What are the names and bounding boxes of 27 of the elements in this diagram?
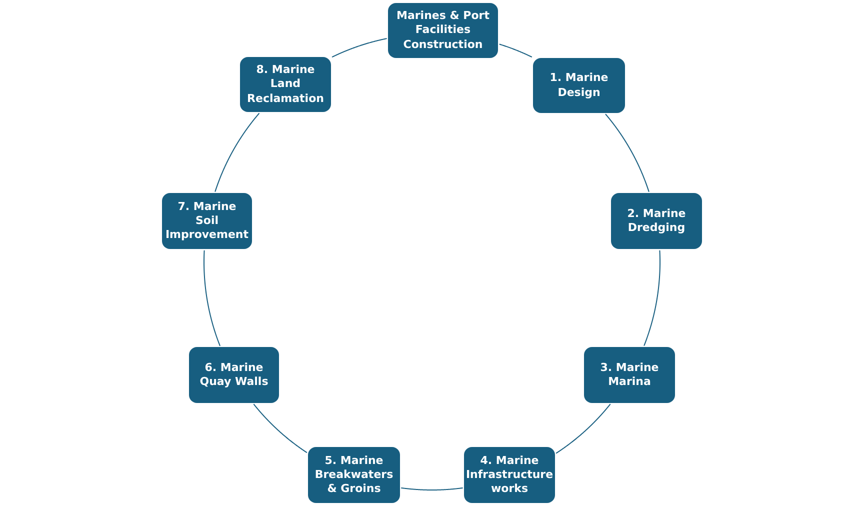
connector-arc <box>204 250 221 346</box>
process-box <box>189 347 279 403</box>
connector-arc <box>644 250 660 346</box>
connector-arc <box>605 114 650 192</box>
connector-arc <box>400 487 464 490</box>
process-box <box>584 347 675 403</box>
connector-arc <box>332 38 388 58</box>
box-label: 2. Marine Dredging <box>626 206 687 236</box>
box-label: 6. Marine Quay Walls <box>198 360 270 390</box>
box-label: 8. Marine Land Reclamation <box>246 63 325 106</box>
box-label: 4. Marine Infrastructure works <box>466 454 554 496</box>
connector-arc <box>498 44 532 58</box>
box-label: 3. Marine Marina <box>599 360 660 390</box>
process-box <box>464 447 555 503</box>
process-box <box>611 193 702 249</box>
process-box <box>388 3 498 58</box>
box-label: 7. Marine Soil Improvement <box>165 200 249 242</box>
box-label: Marines & Port Facilities Construction <box>396 9 490 52</box>
process-box <box>240 57 331 112</box>
connector-arc <box>556 404 611 454</box>
connector-arc <box>214 112 260 192</box>
process-box <box>533 58 625 113</box>
box-label: 5. Marine Breakwaters & Groins <box>314 454 394 496</box>
process-box <box>308 447 400 503</box>
box-label: 1. Marine Design <box>548 71 610 100</box>
connector-arc <box>253 404 308 454</box>
process-box <box>162 193 252 249</box>
